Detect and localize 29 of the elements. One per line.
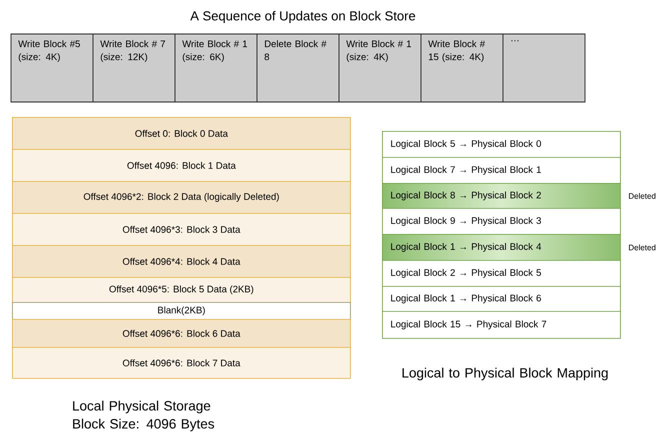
mapping-row: Logical Block 1 → Physical Block 6 [382, 286, 621, 312]
update-box: … [502, 34, 586, 102]
note: Deleted [628, 192, 656, 199]
update-box: Write Block # 1 (size: 4K) [338, 34, 422, 102]
storage-row: Offset 4096*6: Block 6 Data [12, 319, 351, 348]
storage-row: Offset 4096*2: Block 2 Data (logically Deleted) [12, 181, 351, 214]
storage-row: Offset 4096: Block 1 Data [12, 149, 351, 182]
update-box: Write Block #5 (size: 4K) [10, 34, 94, 102]
note: Deleted [628, 244, 656, 250]
storage-row: Offset 4096*3: Block 3 Data [12, 213, 351, 246]
blank-row: Blank(2KB) [12, 302, 351, 320]
mapping-row: Logical Block 2 → Physical Block 5 [382, 260, 621, 287]
caption: Local Physical Storage Block Size: 4096 Bytes [73, 400, 214, 432]
update-box: Write Block # 15 (size: 4K) [420, 34, 504, 102]
mapping-row: Logical Block 5 → Physical Block 0 [382, 131, 621, 158]
update-box: Write Block # 1 (size: 6K) [174, 34, 258, 102]
mapping-row: Logical Block 1 → Physical Block 4 [382, 234, 621, 261]
caption: Logical to Physical Block Mapping [402, 368, 608, 380]
mapping-row: Logical Block 7 → Physical Block 1 [382, 157, 621, 184]
mapping-row: Logical Block 15 → Physical Block 7 [382, 311, 621, 339]
update-box: Write Block # 7 (size: 12K) [92, 34, 176, 102]
mapping-row: Logical Block 9 → Physical Block 3 [382, 208, 621, 235]
mapping-row: Logical Block 8 → Physical Block 2 [382, 183, 621, 209]
storage-row: Offset 4096*6: Block 7 Data [12, 347, 351, 379]
storage-row: Offset 4096*5: Block 5 Data (2KB) [12, 277, 351, 303]
update-box: Delete Block # 8 [256, 34, 340, 102]
storage-row: Offset 4096*4: Block 4 Data [12, 245, 351, 278]
title: A Sequence of Updates on Block Store [190, 10, 416, 24]
storage-row: Offset 0: Block 0 Data [12, 117, 351, 150]
